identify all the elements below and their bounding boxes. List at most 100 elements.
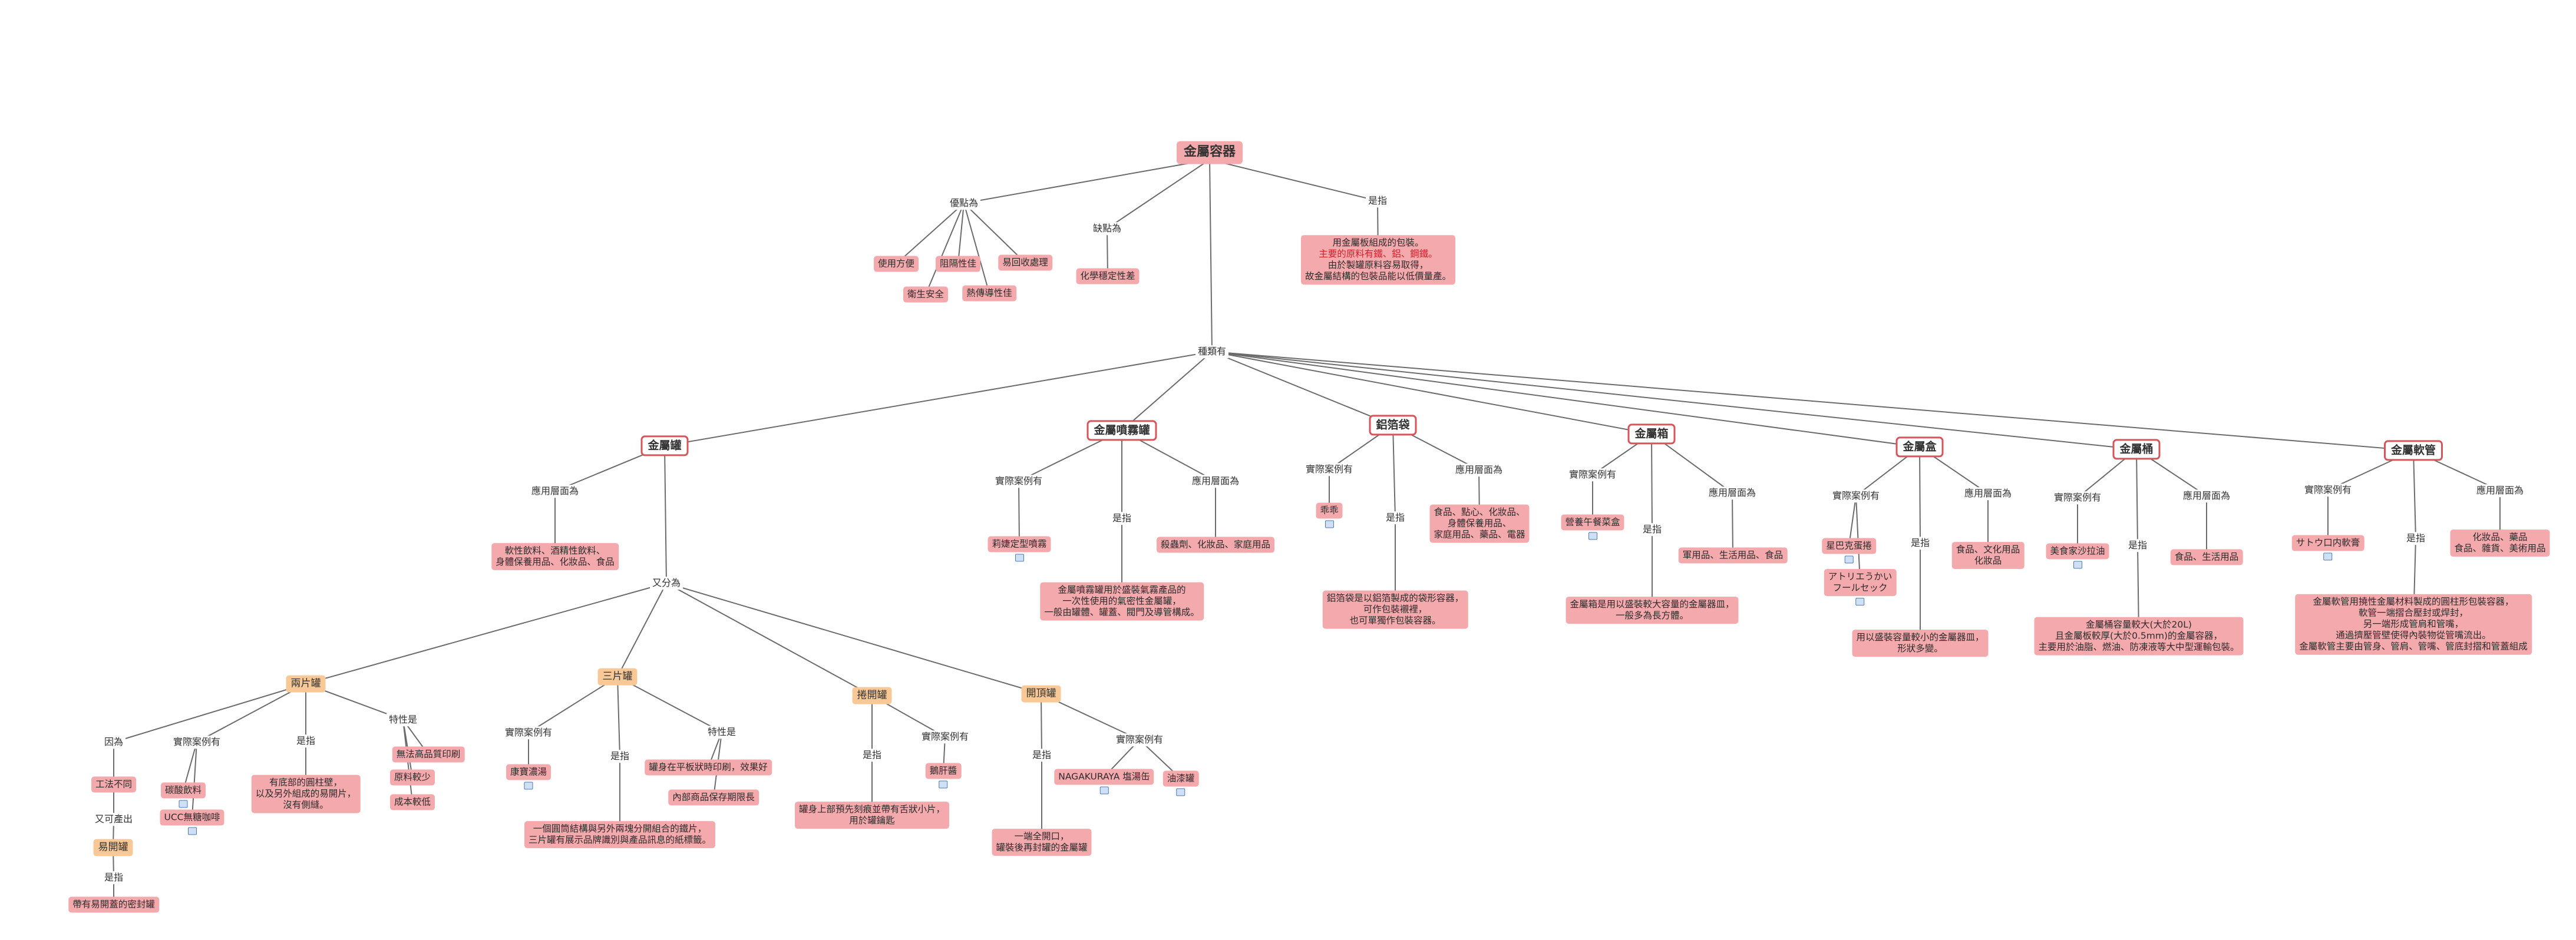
attachment-icon[interactable]: [1176, 788, 1185, 796]
category-metal-tube[interactable]: 金屬軟管: [2383, 440, 2443, 461]
connector-line: [528, 676, 618, 733]
example-text: 乖乖: [1320, 505, 1339, 516]
two-example-ucc[interactable]: UCC無糖咖啡: [160, 809, 224, 835]
attachment-icon[interactable]: [1855, 597, 1865, 605]
bucket-example-oil[interactable]: 美食家沙拉油: [2046, 543, 2109, 569]
tube-application-box[interactable]: 化妝品、藥品 食品、雜貨、美術用品: [2450, 529, 2550, 557]
example-text: 油漆罐: [1167, 773, 1195, 784]
subtype-roll-open[interactable]: 捲開罐: [852, 687, 892, 704]
case-example-starbucks[interactable]: 星巴克蛋捲: [1822, 538, 1876, 564]
category-metal-can[interactable]: 金屬罐: [640, 435, 689, 456]
definition-box[interactable]: 用金屬板組成的包裝。 主要的原料有鐵、鋁、鋼鐵。 由於製罐原料容易取得， 故金屬…: [1300, 235, 1456, 284]
definition-line: 一次性使用的氣密性金屬罐，: [1062, 595, 1181, 607]
roll-definition-box[interactable]: 罐身上部預先刻痕並帶有舌狀小片， 用於罐鑰匙: [794, 802, 950, 829]
two-feature-print[interactable]: 無法高品質印刷: [392, 746, 465, 763]
example-text: 營養午餐菜盒: [1565, 517, 1620, 528]
box-application-box[interactable]: 軍用品、生活用品、食品: [1678, 547, 1788, 564]
attachment-icon[interactable]: [179, 800, 188, 808]
definition-line: 也可單獨作包裝容器。: [1349, 615, 1441, 626]
three-feature-shelf-life[interactable]: 內部商品保存期限長: [668, 789, 759, 806]
open-definition-box[interactable]: 一端全開口， 罐裝後再封罐的金屬罐: [992, 829, 1092, 856]
attachment-icon[interactable]: [1844, 555, 1854, 564]
attachment-icon[interactable]: [1325, 520, 1334, 528]
two-also-label: 又可產出: [92, 813, 136, 826]
attachment-icon[interactable]: [1588, 532, 1597, 540]
subtype-easy-open[interactable]: 易開罐: [93, 839, 133, 856]
connector-line: [664, 351, 1213, 446]
open-example-nagakuraya[interactable]: NAGAKURAYA 塩湯缶: [1054, 769, 1154, 795]
example-text: 莉婕定型噴霧: [992, 538, 1047, 550]
connector-line: [196, 683, 306, 743]
attachment-icon[interactable]: [2323, 552, 2333, 561]
case-definition-box[interactable]: 用以盛裝容量較小的金屬器皿， 形狀多變。: [1852, 630, 1989, 657]
roll-definition-label: 是指: [860, 749, 884, 762]
case-application-box[interactable]: 食品、文化用品 化妝品: [1951, 542, 2025, 569]
subtype-open-top[interactable]: 開頂罐: [1021, 685, 1061, 703]
attachment-icon[interactable]: [1099, 786, 1109, 795]
three-feature-print[interactable]: 罐身在平板狀時印刷，效果好: [645, 759, 772, 776]
definition-line: 金屬軟管主要由管身、管肩、管嘴、管底封摺和管蓋組成: [2299, 641, 2528, 652]
attachment-icon[interactable]: [524, 782, 533, 790]
application-line: 食品、點心、化妝品、: [1434, 507, 1525, 518]
disadvantage-chemical[interactable]: 化學穩定性差: [1076, 268, 1140, 284]
category-foil-bag[interactable]: 鋁箔袋: [1369, 415, 1417, 436]
three-definition-box[interactable]: 一個圓筒結構與另外兩塊分開組合的鐵片， 三片罐有展示品牌識別與產品訊息的紙標籤。: [524, 821, 716, 848]
bucket-definition-box[interactable]: 金屬桶容量較大(大於20L) 且金屬板較厚(大於0.5mm)的金屬容器， 主要用…: [2034, 617, 2244, 656]
subtype-two-piece[interactable]: 兩片罐: [286, 675, 326, 693]
tube-definition-box[interactable]: 金屬軟管用撓性金屬材料製成的圓柱形包裝容器， 軟管一端摺合壓封或焊封， 另一端形…: [2295, 594, 2532, 655]
attachment-icon[interactable]: [1015, 554, 1024, 562]
connector-line: [191, 742, 197, 818]
definition-line: 形狀多變。: [1897, 643, 1943, 654]
connector-line: [1211, 351, 2137, 450]
foil-application-box[interactable]: 食品、點心、化妝品、 身體保養用品、 家庭用品、藥品、電器: [1429, 504, 1530, 543]
attachment-icon[interactable]: [187, 827, 197, 835]
advantage-heat-conduct[interactable]: 熱傳導性佳: [962, 285, 1016, 302]
subtype-three-piece[interactable]: 三片罐: [597, 668, 638, 686]
two-example-carbonated[interactable]: 碳酸飲料: [160, 782, 206, 808]
easy-open-definition-box[interactable]: 帶有易開蓋的密封罐: [68, 896, 159, 913]
box-definition-box[interactable]: 金屬箱是用以盛裝較大容量的金屬器皿， 一般多為長方體。: [1566, 597, 1739, 624]
two-definition-box[interactable]: 有底部的圓柱壁， 以及另外組成的易開片， 沒有側縫。: [251, 774, 361, 813]
two-feature-material[interactable]: 原料較少: [389, 769, 435, 786]
three-feature-label: 特性是: [705, 726, 739, 739]
spray-definition-box[interactable]: 金屬噴霧罐用於盛裝氣霧產品的 一次性使用的氣密性金屬罐， 一般由罐體、罐蓋、閥門…: [1040, 582, 1204, 621]
category-metal-case[interactable]: 金屬盒: [1895, 436, 1944, 458]
two-reason-box[interactable]: 工法不同: [91, 776, 137, 793]
attachment-icon[interactable]: [2073, 561, 2082, 569]
tube-example-ointment[interactable]: サトウ口内軟膏: [2291, 535, 2364, 561]
connector-line: [1211, 351, 1920, 448]
spray-example-hairspray[interactable]: 莉婕定型噴霧: [988, 536, 1051, 562]
spray-application-box[interactable]: 殺蟲劑、化妝品、家庭用品: [1156, 537, 1275, 553]
three-example-soup[interactable]: 康寶濃湯: [506, 764, 551, 790]
can-application-box[interactable]: 軟性飲料、酒精性飲料、 身體保養用品、化妝品、食品: [491, 543, 619, 570]
foil-example-guaiguai[interactable]: 乖乖: [1316, 502, 1343, 528]
advantages-label: 優點為: [947, 197, 981, 210]
open-example-paint[interactable]: 油漆罐: [1162, 770, 1199, 796]
example-text: UCC無糖咖啡: [164, 812, 220, 823]
category-metal-bucket[interactable]: 金屬桶: [2112, 439, 2161, 460]
connector-line: [1209, 159, 1378, 201]
roll-example-foie-gras[interactable]: 鵝肝醬: [925, 763, 962, 789]
spray-example-label: 實際案例有: [992, 475, 1045, 488]
advantage-hygiene[interactable]: 衛生安全: [903, 286, 949, 303]
root-node[interactable]: 金屬容器: [1176, 141, 1243, 164]
bucket-application-box[interactable]: 食品、生活用品: [2170, 549, 2243, 565]
category-spray-can[interactable]: 金屬噴霧罐: [1086, 420, 1157, 441]
example-line: フールセック: [1832, 582, 1888, 593]
foil-definition-box[interactable]: 鋁箔袋是以鋁箔製成的袋形容器， 可作包裝襯裡， 也可單獨作包裝容器。: [1322, 590, 1468, 629]
advantage-recyclable[interactable]: 易回收處理: [998, 254, 1052, 271]
definition-line: 以及另外組成的易開片，: [255, 788, 356, 799]
box-example-lunchbox[interactable]: 營養午餐菜盒: [1561, 514, 1624, 540]
case-example-atelier[interactable]: アトリエうかい フールセック: [1824, 569, 1897, 605]
attachment-icon[interactable]: [939, 780, 948, 789]
category-metal-box[interactable]: 金屬箱: [1627, 423, 1676, 445]
example-line: アトリエうかい: [1828, 571, 1893, 582]
two-feature-cost[interactable]: 成本較低: [389, 794, 435, 810]
definition-line: 沒有側縫。: [283, 799, 329, 810]
foil-example-label: 實際案例有: [1303, 463, 1356, 476]
advantage-barrier[interactable]: 阻隔性佳: [935, 256, 981, 272]
roll-example-label: 實際案例有: [919, 730, 972, 743]
advantage-easy-use[interactable]: 使用方便: [873, 256, 919, 272]
connector-line: [963, 203, 1026, 263]
